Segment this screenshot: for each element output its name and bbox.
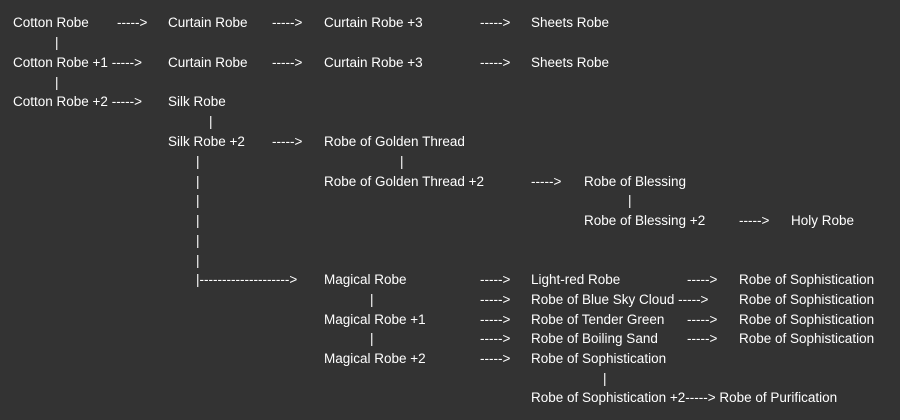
node-label: Robe of Golden Thread [324,134,465,149]
node-label: Robe of Blessing +2 [584,213,706,228]
node-label: Cotton Robe [13,15,89,30]
node-label: Robe of Sophistication [531,351,667,366]
arrow: -----> [687,312,718,327]
node-label: Robe of Blue Sky Cloud -----> [531,292,709,307]
node-label: Magical Robe [324,272,407,287]
arrow: -----> [272,55,303,70]
node-label: Robe of Sophistication [739,312,875,327]
arrow: -----> [480,272,511,287]
arrow: -----> [272,15,303,30]
node-label: Cotton Robe +1 -----> [13,55,143,70]
connector: | [196,154,200,169]
node-label: Magical Robe +2 [324,351,426,366]
connector: | [628,193,632,208]
node-label: Robe of Sophistication +2-----> Robe of … [531,390,838,405]
node-label: Robe of Sophistication [739,292,875,307]
arrow: -----> [687,331,718,346]
arrow: -----> [480,55,511,70]
arrow: -----> [480,312,511,327]
node-label: Robe of Tender Green [531,312,665,327]
arrow: -----> [272,134,303,149]
connector: | [55,35,59,50]
connector: | [196,253,200,268]
connector: | [55,75,59,90]
node-label: Light-red Robe [531,272,621,287]
connector: | [209,114,213,129]
node-label: Holy Robe [791,213,855,228]
arrow: -----> [739,213,770,228]
node-label: Magical Robe +1 [324,312,426,327]
node-label: Robe of Boiling Sand [531,331,658,346]
arrow: -----> [687,272,718,287]
connector: | [196,193,200,208]
connector: | [370,292,374,307]
arrow: -----> [480,15,511,30]
connector: | [400,154,404,169]
node-label: Curtain Robe [168,55,248,70]
arrow: -----> [117,15,148,30]
arrow: -----> [480,292,511,307]
node-label: Robe of Blessing [584,174,687,189]
node-label: Cotton Robe +2 -----> [13,94,143,109]
node-label: Robe of Sophistication [739,331,875,346]
connector: |--------------------> [196,272,298,287]
arrow: -----> [480,351,511,366]
node-label: Curtain Robe [168,15,248,30]
connector: | [196,174,200,189]
arrow: -----> [531,174,562,189]
node-label: Silk Robe [168,94,226,109]
connector: | [603,371,607,386]
connector: | [196,213,200,228]
node-label: Robe of Sophistication [739,272,875,287]
node-label: Curtain Robe +3 [324,15,423,30]
node-label: Sheets Robe [531,55,610,70]
node-label: Robe of Golden Thread +2 [324,174,484,189]
connector: | [196,233,200,248]
node-label: Silk Robe +2 [168,134,245,149]
arrow: -----> [480,331,511,346]
connector: | [370,331,374,346]
node-label: Curtain Robe +3 [324,55,423,70]
node-label: Sheets Robe [531,15,610,30]
